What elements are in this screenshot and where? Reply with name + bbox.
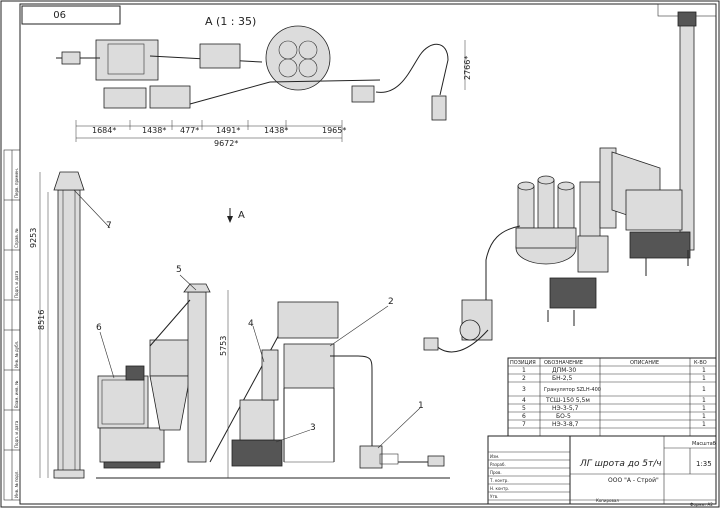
spec-header-pos: ПОЗИЦИЯ [510,360,536,366]
callout-leaders [73,189,421,449]
format-label: Формат А2 [690,502,713,507]
spec-row-name: Гранулятор SZLH-400 [544,387,601,393]
copied-label: Копировал [596,498,619,503]
side-stamp-5: Подп. и дата [14,420,19,448]
spec-row-qty: 1 [702,413,706,420]
spec-row-pos: 3 [522,386,526,393]
spec-table [507,357,717,437]
plan-dim-4: 1438* [264,126,288,135]
isometric-view [423,11,697,353]
spec-header-name: ОБОЗНАЧЕНИЕ [544,360,583,366]
corner-stamp-box [21,5,121,25]
tb-label-3: Т. контр. [489,478,509,483]
side-stamp-0: Перв. примен. [14,168,19,198]
plan-view [56,25,449,121]
callout-4: 4 [248,319,254,329]
spec-header-qty: К-ВО [694,360,707,366]
dim-mid-height: 5753 [219,336,228,356]
spec-row-name: БН-2,5 [552,375,573,382]
side-stamp-6: Инв. № подл. [14,470,19,498]
plan-dim-2: 477* [180,126,199,135]
view-marker: A [238,210,245,221]
spec-row-pos: 6 [522,413,526,420]
plan-dim-5: 1965* [322,126,346,135]
view-arrow [227,208,233,223]
spec-row-name: ДПМ-30 [552,367,576,374]
spec-row-name: ТСШ-150 5,5м [545,397,590,404]
spec-row-pos: 2 [522,375,526,382]
callout-6: 6 [96,323,102,333]
callout-5: 5 [176,265,182,275]
plan-dim-3: 1491* [216,126,240,135]
drawing-title: ЛГ шрота до 5т/ч [579,459,662,469]
spec-row-name: НЭ-3-8,7 [552,421,579,428]
plan-dim-total: 9672* [214,139,238,148]
front-view [53,171,450,479]
side-stamp-3: Инв. № дубл. [14,341,19,368]
spec-row-qty: 1 [702,375,706,382]
callout-1: 1 [418,401,424,411]
plan-dimension-chain [75,40,466,142]
side-stamp-column: Перв. примен. Справ. № Подп. и дата Инв.… [3,149,21,501]
view-title: A (1 : 35) [205,15,256,28]
side-stamp-4: Взам. инв. № [14,381,19,408]
tb-label-0: Изм. [490,454,499,459]
callout-3: 3 [310,423,316,433]
tb-label-2: Пров. [490,470,502,475]
dim-overall-height: 8516 [37,310,46,330]
spec-row-name: БО-5 [556,413,571,420]
side-stamp-2: Подп. и дата [14,270,19,298]
plan-dim-height: 2766* [463,56,472,80]
spec-row-qty: 1 [702,421,706,428]
spec-row-qty: 1 [702,405,706,412]
tb-label-5: Утв. [490,494,498,499]
spec-row-qty: 1 [702,367,706,374]
spec-header-desc: ОПИСАНИЕ [630,360,659,366]
spec-row-pos: 1 [522,367,526,374]
front-dimensions [39,172,229,478]
title-block [487,435,717,505]
spec-row-name: НЭ-3-5,7 [552,405,579,412]
dim-silo-height: 9253 [29,228,38,248]
callout-2: 2 [388,297,394,307]
tb-label-1: Разраб. [490,462,506,467]
scale-header: Масштаб [692,441,716,447]
spec-row-qty: 1 [702,397,706,404]
company-name: ООО "А - Строй" [608,477,659,484]
spec-row-qty: 1 [702,386,706,393]
spec-row-pos: 7 [522,421,526,428]
scale-value: 1:35 [696,460,712,468]
plan-dim-1: 1438* [142,126,166,135]
plan-dim-0: 1684* [92,126,116,135]
spec-row-pos: 5 [522,405,526,412]
callout-7: 7 [106,221,112,231]
corner-stamp-text: 90 [53,8,66,19]
side-stamp-1: Справ. № [14,229,19,248]
tb-label-4: Н. контр. [490,486,509,491]
spec-row-pos: 4 [522,397,526,404]
